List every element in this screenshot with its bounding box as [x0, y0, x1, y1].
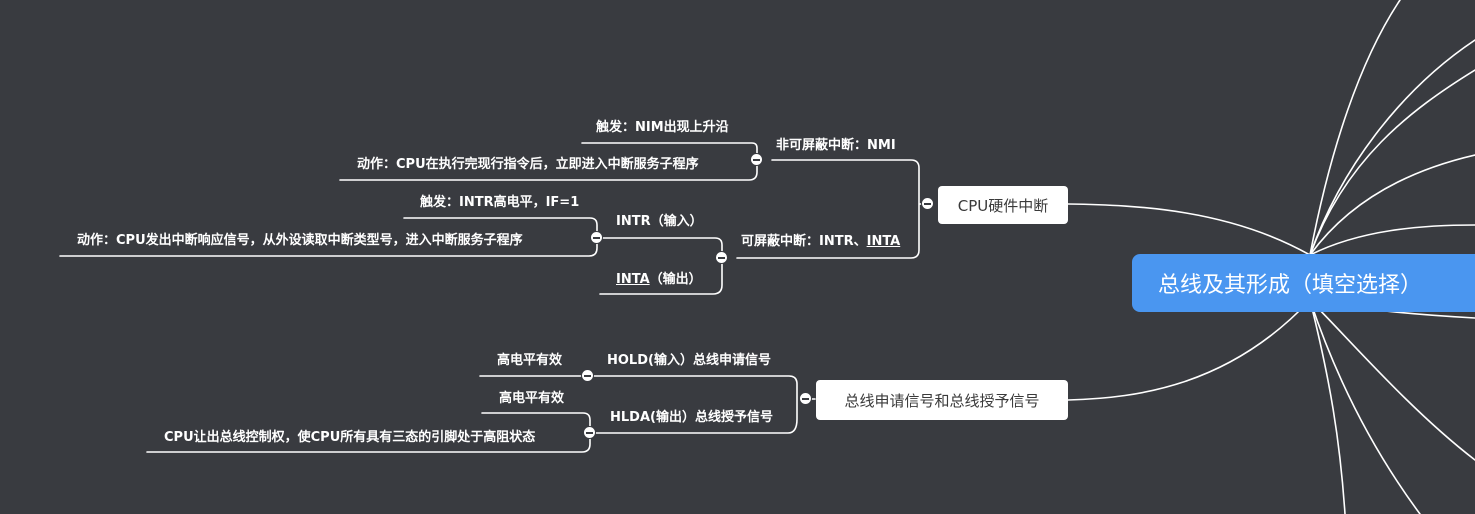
collapse-toggle-icon[interactable]	[715, 251, 728, 264]
intr-trigger-label[interactable]: 触发：INTR高电平，IF=1	[420, 195, 580, 210]
root-branch-line	[1309, 154, 1475, 256]
root-to-bus-line	[1067, 299, 1311, 401]
intr-action-label[interactable]: 动作：CPU发出中断响应信号，从外设读取中断类型号，进入中断服务子程序	[77, 233, 523, 248]
hlda-note-label[interactable]: 高电平有效	[499, 391, 565, 406]
root-branch-line	[1309, 299, 1421, 514]
root-branch-line	[1309, 69, 1475, 256]
maskable-label-prefix: 可屏蔽中断：INTR、	[741, 234, 867, 249]
nmi-trigger-label[interactable]: 触发：NIM出现上升沿	[596, 120, 729, 135]
maskable-label-inta: INTA	[866, 234, 901, 249]
maskable-bracket-line	[596, 237, 723, 295]
hlda-bracket-line	[146, 412, 591, 453]
inta-label-name: INTA	[616, 272, 650, 287]
collapse-toggle-icon[interactable]	[921, 197, 934, 210]
root-topic[interactable]: 总线及其形成（填空选择）	[1132, 254, 1475, 312]
inta-label[interactable]: INTA（输出）	[616, 272, 702, 288]
collapse-toggle-icon[interactable]	[581, 369, 594, 382]
intr-bracket-line	[59, 217, 598, 257]
inta-label-suffix: （输出）	[649, 272, 702, 287]
cpu-interrupt-topic[interactable]: CPU硬件中断	[938, 186, 1068, 224]
nmi-action-label[interactable]: 动作：CPU在执行完现行指令后，立即进入中断服务子程序	[357, 157, 699, 172]
root-branch-line	[1309, 299, 1475, 461]
root-branch-line	[1309, 0, 1401, 256]
root-to-cpu-line	[1067, 203, 1311, 256]
collapse-toggle-icon[interactable]	[583, 426, 596, 439]
root-branch-line	[1309, 299, 1346, 514]
bus-signals-topic[interactable]: 总线申请信号和总线授予信号	[816, 380, 1068, 420]
nmi-label[interactable]: 非可屏蔽中断：NMI	[776, 138, 896, 153]
maskable-label[interactable]: 可屏蔽中断：INTR、INTA	[741, 234, 900, 250]
nmi-bracket-line	[339, 142, 758, 181]
hlda-label[interactable]: HLDA(输出）总线授予信号	[610, 410, 773, 425]
intr-label[interactable]: INTR（输入）	[616, 214, 703, 229]
hold-label[interactable]: HOLD(输入）总线申请信号	[607, 353, 771, 368]
root-branch-line	[1309, 224, 1475, 256]
collapse-toggle-icon[interactable]	[590, 231, 603, 244]
collapse-toggle-icon[interactable]	[799, 392, 812, 405]
hlda-action-label[interactable]: CPU让出总线控制权，使CPU所有具有三态的引脚处于高阻状态	[164, 430, 536, 445]
collapse-toggle-icon[interactable]	[750, 153, 763, 166]
hold-note-label[interactable]: 高电平有效	[497, 353, 563, 368]
